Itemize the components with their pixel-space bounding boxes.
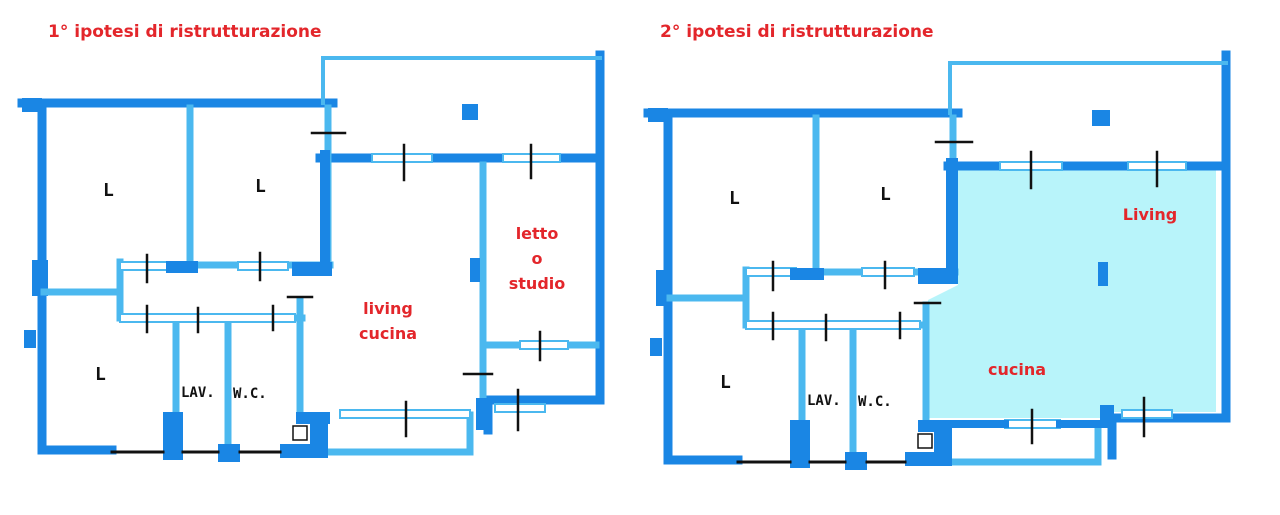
plan1-bedroom-3-label: L [95,364,106,385]
plan2-bedroom-3-label: L [720,372,731,393]
plan1-title: 1° ipotesi di ristrutturazione [48,22,322,42]
plan2-floor-plan [643,50,1231,470]
plan1-bedroom-2-label: L [255,176,266,197]
plan1-study-label-3: studio [509,274,566,293]
plan1-living-label: living [363,299,413,318]
plan2-title: 2° ipotesi di ristrutturazione [660,22,934,42]
plan2-bedroom-2-label: L [880,184,891,205]
plan1-wc-label: W.C. [233,386,267,402]
plan1-laundry-label: LAV. [181,385,215,401]
plan2-wc-label: W.C. [858,394,892,410]
plan2-laundry-label: LAV. [807,393,841,409]
plan2-living-label: Living [1123,205,1177,224]
plan1-kitchen-label: cucina [359,324,417,343]
plan1-floor-plan [17,50,605,462]
plan1-study-label-1: letto [516,224,559,243]
plan2-bedroom-1-label: L [729,188,740,209]
plan2-kitchen-label: cucina [988,360,1046,379]
plan1-study-label-2: o [532,249,543,268]
plan1-bedroom-1-label: L [103,180,114,201]
